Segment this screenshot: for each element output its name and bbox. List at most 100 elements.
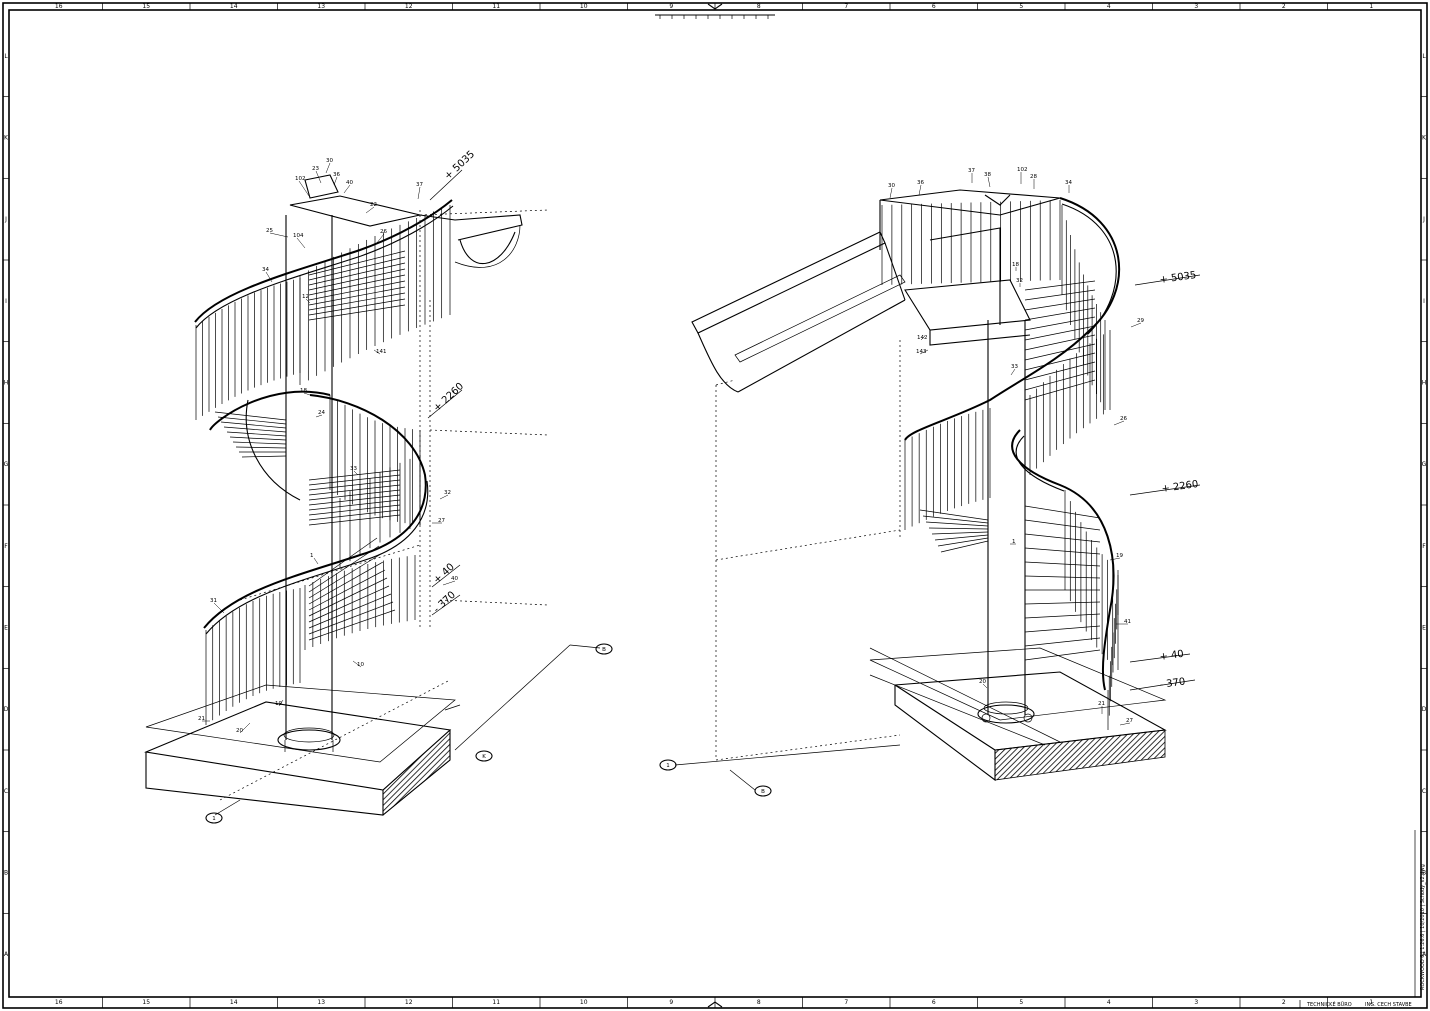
- part-ref: 23: [312, 166, 319, 172]
- part-refs-left: 1022330403637252210434262412141183227331…: [198, 158, 458, 734]
- part-ref: 143: [916, 349, 927, 355]
- part-ref: 102: [1017, 167, 1028, 173]
- column-marker: 3: [1194, 3, 1198, 10]
- spiral-stair-view-right: [674, 189, 1167, 791]
- title-block-note: ROCKWOOD 6 | 1:26.6 | 10/2010 | Schody_v…: [1420, 864, 1426, 990]
- column-marker: 4: [1107, 999, 1111, 1006]
- part-ref: 10: [357, 662, 364, 668]
- part-ref: 26: [1120, 416, 1127, 422]
- title-block-company: TECHNICKÉ BÜRO: [1306, 1000, 1352, 1008]
- level-callout-right-370: - 370: [1129, 676, 1196, 691]
- step-edge: [934, 534, 989, 541]
- step-edge: [1024, 370, 1096, 391]
- column-marker: 13: [317, 3, 325, 10]
- step-edge: [1024, 601, 1101, 605]
- part-ref: 37: [416, 182, 423, 188]
- step-edge: [308, 569, 386, 611]
- level-callout-right-5035: + 5035: [1134, 270, 1201, 286]
- step-edge: [308, 593, 392, 629]
- part-ref: 20: [979, 679, 986, 685]
- step-edge: [922, 515, 989, 524]
- step-edge: [308, 292, 406, 311]
- step-edge: [1024, 519, 1101, 531]
- axis-markers: 1 K B 1 B: [205, 643, 772, 824]
- step-edge: [214, 411, 287, 421]
- step-edge: [308, 474, 401, 486]
- inner-border: [8, 9, 1422, 998]
- balusters-upper-right: [881, 200, 1106, 410]
- part-ref: 29: [1137, 318, 1144, 324]
- row-marker: G: [4, 461, 9, 468]
- column-marker: 6: [932, 3, 936, 10]
- column-marker: 12: [405, 999, 413, 1006]
- column-marker: 5: [1019, 3, 1023, 10]
- part-ref: 32: [444, 490, 451, 496]
- step-edge: [308, 280, 406, 301]
- step-edge: [308, 609, 396, 641]
- column-marker: 11: [492, 999, 500, 1006]
- part-ref: 102: [295, 176, 306, 182]
- step-edge: [1024, 334, 1096, 351]
- part-ref: 28: [1030, 174, 1037, 180]
- step-edge: [308, 561, 384, 605]
- row-marker: D: [4, 706, 9, 713]
- level-callout-right-40: + 40: [1129, 649, 1191, 663]
- part-ref: 30: [326, 158, 333, 164]
- column-marker: 2: [1282, 3, 1286, 10]
- column-marker: 4: [1107, 3, 1111, 10]
- spiral-stair-view-left: [144, 174, 601, 816]
- svg-text:+ 5035: + 5035: [443, 149, 478, 182]
- part-ref: 26: [380, 229, 387, 235]
- step-edge: [308, 577, 388, 617]
- column-marker: 11: [492, 3, 500, 10]
- step-edge: [308, 298, 406, 316]
- row-marker: G: [1422, 461, 1427, 468]
- column-marker: 1: [1369, 3, 1373, 10]
- step-edge: [308, 545, 380, 593]
- column-marker: 15: [142, 999, 150, 1006]
- part-ref: 104: [293, 233, 304, 239]
- row-marker: F: [1422, 543, 1426, 550]
- axis-marker-left-b: B: [595, 643, 613, 655]
- dimension-lines-left: [214, 644, 601, 816]
- step-edge: [308, 274, 406, 296]
- steps-left: [214, 250, 406, 641]
- step-edge: [931, 531, 989, 535]
- projection-lines-left: [219, 209, 549, 801]
- column-marker: 13: [317, 999, 325, 1006]
- step-edge: [1024, 352, 1096, 371]
- step-edge: [1024, 637, 1101, 647]
- svg-text:+ 40: + 40: [1159, 649, 1185, 663]
- column-marker: 10: [580, 3, 588, 10]
- step-edge: [232, 441, 287, 445]
- column-marker: 16: [55, 3, 63, 10]
- part-ref: 18: [300, 388, 307, 394]
- part-ref: 19: [275, 701, 282, 707]
- center-mark-top: [655, 3, 775, 19]
- balusters-middle-right: [904, 330, 1111, 530]
- part-ref: 21: [1098, 701, 1105, 707]
- column-marker: 5: [1019, 999, 1023, 1006]
- column-marker: 7: [844, 3, 848, 10]
- title-block-drawing-title: ING. CECH STAVBE: [1365, 1002, 1412, 1008]
- balusters-upper-left: [195, 205, 451, 420]
- step-edge: [308, 489, 401, 501]
- part-ref: 24: [318, 410, 325, 416]
- part-ref: 34: [262, 267, 269, 273]
- row-marker: E: [4, 625, 8, 632]
- step-edge: [1024, 307, 1096, 321]
- column-marker: 2: [1282, 999, 1286, 1006]
- step-edge: [1024, 533, 1101, 543]
- step-edge: [308, 537, 378, 587]
- part-ref: 33: [350, 466, 357, 472]
- column-marker: 3: [1194, 999, 1198, 1006]
- step-edge: [928, 527, 989, 530]
- column-marker: 14: [230, 3, 238, 10]
- axis-marker-left-k: K: [475, 750, 493, 762]
- part-ref: 12: [302, 294, 309, 300]
- row-marker: H: [1422, 380, 1427, 387]
- row-marker: K: [4, 135, 9, 142]
